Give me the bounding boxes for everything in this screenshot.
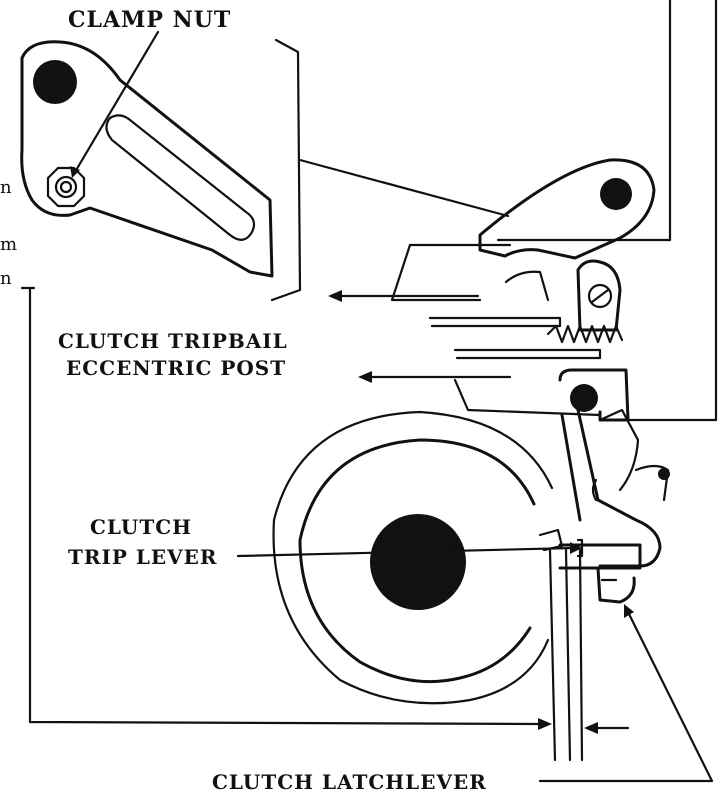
trip-lever — [548, 538, 642, 762]
latch-lever — [560, 408, 670, 604]
direction-arrows — [328, 290, 512, 383]
spring-icon — [546, 324, 624, 344]
main-frame — [298, 0, 718, 422]
edge-fragment-2: m — [0, 234, 17, 255]
trip-lever-label-line1: CLUTCH — [90, 515, 192, 539]
inset-detail — [20, 30, 302, 302]
clamp-nut-label: CLAMP NUT — [68, 7, 231, 33]
hub-icon — [370, 514, 466, 610]
clutch-drum — [272, 410, 564, 705]
gap-measurement — [20, 286, 630, 734]
tripbail-label-line2: ECCENTRIC POST — [66, 356, 286, 380]
edge-fragment-1: n — [0, 177, 12, 198]
spring-assembly — [546, 259, 624, 344]
adjustment-slot — [105, 114, 256, 241]
clamp-nut-icon — [46, 166, 86, 208]
label-leaders — [236, 542, 714, 783]
pivot-hole — [33, 60, 77, 104]
trip-lever-label-line2: TRIP LEVER — [68, 545, 218, 569]
edge-fragment-3: n — [0, 268, 12, 289]
tripbail-label-line1: CLUTCH TRIPBAIL — [58, 329, 288, 353]
tripbail-bracket — [390, 158, 656, 302]
tripbail-plates — [428, 316, 602, 417]
latchlever-label: CLUTCH LATCHLEVER — [212, 770, 487, 792]
eccentric-post — [558, 368, 630, 422]
